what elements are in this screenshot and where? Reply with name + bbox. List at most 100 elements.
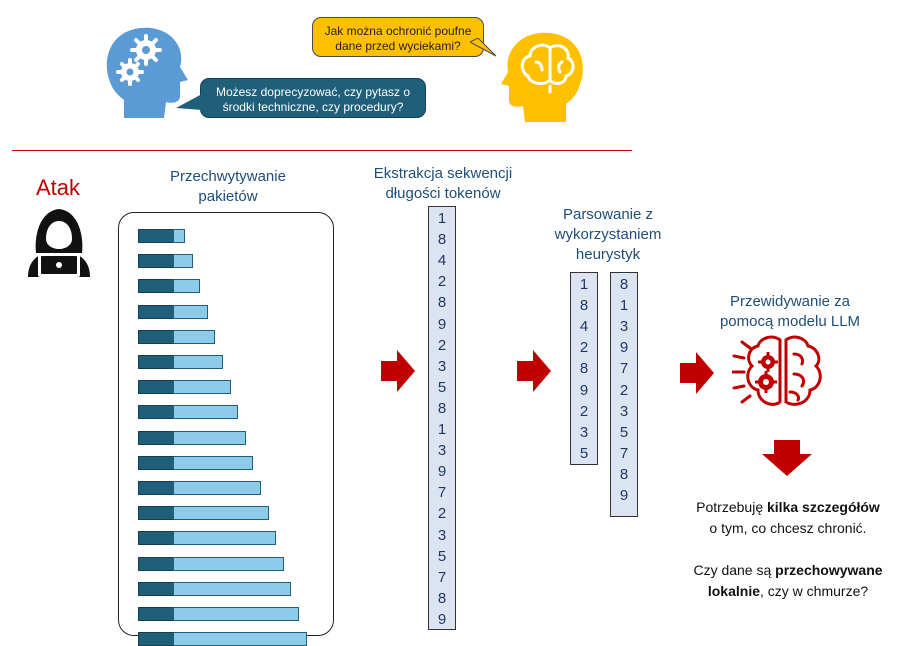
- packet-payload: [173, 380, 231, 395]
- packet-payload: [173, 506, 269, 521]
- packet-payload: [173, 481, 261, 495]
- packet-header: [138, 405, 174, 420]
- token-length-value: 2: [579, 402, 589, 420]
- packet-payload: [173, 556, 284, 571]
- packet-header: [138, 607, 174, 621]
- token-sequence-part-a: 1 8 4 2 8 9 2 3 5: [570, 272, 598, 465]
- packet-header: [138, 304, 174, 319]
- packet-capture-box: [118, 212, 334, 636]
- packet-payload: [173, 355, 223, 369]
- token-length-value: 5: [619, 423, 629, 441]
- token-length-value: 3: [619, 402, 629, 420]
- hacker-laptop-icon: [28, 209, 90, 277]
- packet-header: [138, 455, 174, 470]
- packet-header: [138, 279, 174, 294]
- token-length-value: 3: [579, 423, 589, 441]
- token-length-value: 9: [437, 315, 447, 333]
- packet-payload: [173, 607, 299, 621]
- attack-label: Atak: [36, 175, 81, 200]
- step-parse-heading: Parsowanie z wykorzystaniem heurystyk: [554, 206, 662, 263]
- packet-payload: [173, 531, 277, 546]
- packet-payload: [173, 430, 246, 445]
- packet-payload: [173, 455, 254, 470]
- packet-payload: [173, 254, 193, 269]
- token-length-value: 5: [437, 547, 447, 565]
- token-length-value: 4: [437, 252, 447, 270]
- token-length-value: 1: [579, 276, 589, 293]
- arrow-right-icon: [680, 352, 714, 394]
- packet-header: [138, 329, 174, 344]
- token-length-value: 8: [619, 465, 629, 483]
- token-length-value: 8: [579, 297, 589, 315]
- token-length-value: 2: [437, 273, 447, 291]
- token-length-value: 2: [579, 339, 589, 357]
- token-length-value: 9: [619, 339, 629, 357]
- token-length-value: 7: [619, 360, 629, 378]
- token-length-value: 9: [437, 610, 447, 628]
- token-length-value: 2: [437, 505, 447, 523]
- token-length-value: 5: [437, 378, 447, 396]
- packet-payload: [173, 329, 216, 344]
- token-length-value: 4: [579, 318, 589, 336]
- step-predict-heading: Przewidywanie za pomocą modelu LLM: [719, 293, 861, 330]
- packet-header: [138, 229, 174, 243]
- token-sequence-part-b: 8 1 3 9 7 2 3 5 7 8 9: [610, 272, 638, 517]
- token-length-value: 7: [437, 568, 447, 586]
- token-length-value: 3: [437, 442, 447, 460]
- answer-line-1: Potrzebuję kilka szczegółów: [696, 499, 880, 515]
- user-question-text: Jak można ochronić poufne dane przed wyc…: [324, 24, 472, 53]
- step-extract-heading: Ekstrakcja sekwencji długości tokenów: [373, 165, 513, 202]
- arrow-right-icon: [517, 350, 551, 392]
- head-brain-icon: [501, 32, 583, 123]
- token-length-value: 8: [437, 294, 447, 312]
- packet-header: [138, 430, 174, 445]
- token-length-value: 7: [619, 444, 629, 462]
- packet-payload: [173, 632, 307, 646]
- token-length-value: 2: [619, 381, 629, 399]
- answer-line-4: lokalnie, czy w chmurze?: [707, 583, 869, 599]
- token-length-value: 9: [619, 487, 629, 504]
- bubble-tail: [176, 94, 202, 110]
- arrow-right-icon: [381, 350, 415, 392]
- packet-header: [138, 481, 174, 495]
- packet-header: [138, 506, 174, 521]
- token-length-value: 7: [437, 484, 447, 502]
- packet-payload: [173, 304, 208, 319]
- packet-header: [138, 531, 174, 546]
- token-length-value: 1: [437, 421, 447, 438]
- answer-line-3: Czy dane są przechowywane: [693, 562, 883, 578]
- token-length-value: 3: [437, 526, 447, 544]
- token-length-value: 3: [619, 318, 629, 336]
- packet-header: [138, 254, 174, 269]
- user-question-bubble: Jak można ochronić poufne dane przed wyc…: [312, 17, 484, 57]
- token-length-value: 5: [579, 444, 589, 462]
- token-length-value: 8: [619, 276, 629, 293]
- llm-answer: Potrzebuję kilka szczegółów o tym, co ch…: [676, 497, 900, 602]
- answer-line-2: o tym, co chcesz chronić.: [709, 520, 867, 536]
- token-length-value: 8: [437, 589, 447, 607]
- token-length-value: 2: [437, 336, 447, 354]
- token-length-value: 1: [619, 297, 629, 315]
- assistant-reply-text: Możesz doprecyzować, czy pytasz o środki…: [215, 85, 411, 114]
- packet-header: [138, 632, 174, 646]
- token-length-value: 1: [437, 210, 447, 227]
- section-divider: [12, 150, 632, 151]
- packet-payload: [173, 279, 201, 294]
- packet-header: [138, 581, 174, 596]
- token-length-value: 8: [437, 399, 447, 417]
- assistant-reply-bubble: Możesz doprecyzować, czy pytasz o środki…: [200, 78, 426, 118]
- packet-header: [138, 556, 174, 571]
- packet-payload: [173, 229, 185, 243]
- token-length-value: 9: [579, 381, 589, 399]
- bubble-tail: [470, 38, 497, 57]
- token-length-value: 3: [437, 357, 447, 375]
- brain-gears-icon: [732, 335, 822, 406]
- head-gears-icon: [106, 27, 188, 119]
- packet-payload: [173, 405, 239, 420]
- step-capture-heading: Przechwytywanie pakietów: [170, 168, 286, 205]
- arrow-down-icon: [762, 440, 812, 476]
- packet-header: [138, 355, 174, 369]
- token-length-value: 9: [437, 463, 447, 481]
- token-length-value: 8: [579, 360, 589, 378]
